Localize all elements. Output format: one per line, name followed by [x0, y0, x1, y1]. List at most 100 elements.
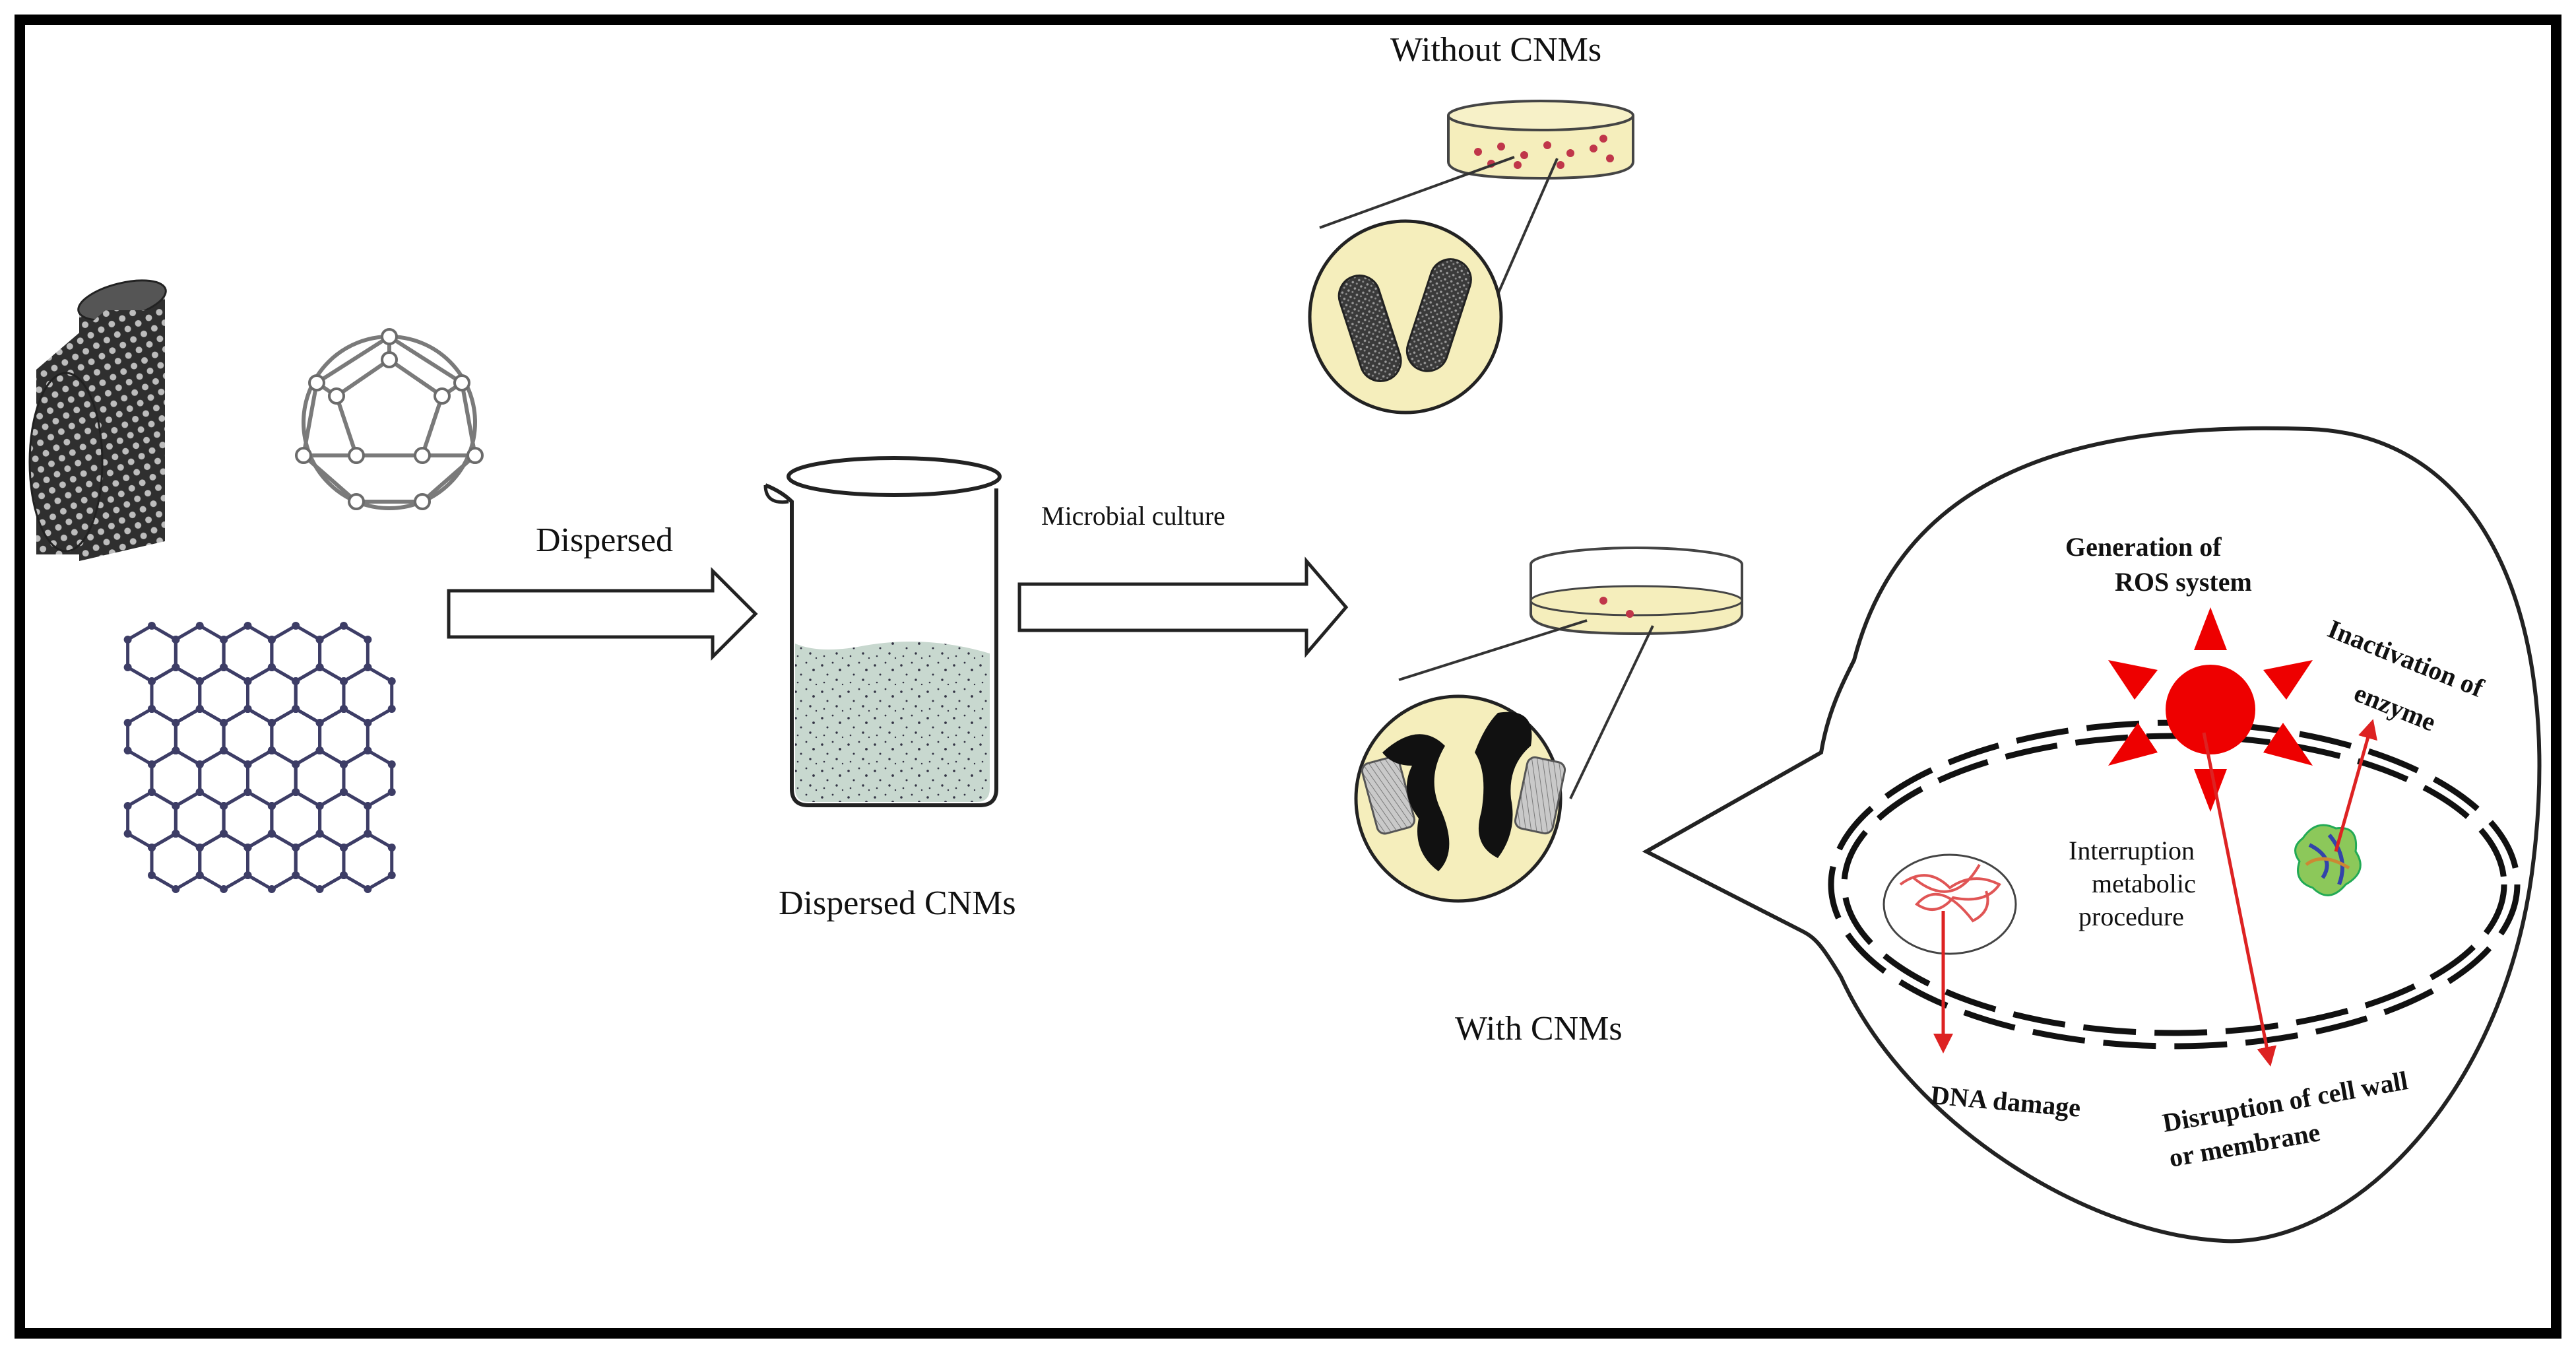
graphene-atom	[243, 788, 252, 796]
graphene-atom	[292, 788, 300, 796]
ros-label-line1: Generation of	[2065, 532, 2222, 562]
petri-dish-with-cnms-icon	[1530, 547, 1743, 636]
graphene-atom	[148, 760, 156, 768]
graphene-atom	[172, 719, 180, 727]
graphene-atom	[364, 663, 372, 671]
graphene-atom	[267, 663, 276, 671]
bacterium-icon	[1405, 258, 1472, 372]
graphene-atom	[315, 719, 324, 727]
graphene-atom	[243, 622, 252, 630]
graphene-atom	[292, 871, 300, 879]
graphene-atom	[220, 747, 228, 754]
enzyme-arrow	[2334, 719, 2377, 852]
dispersed-cnms-label: Dispersed CNMs	[779, 884, 1016, 922]
graphene-atom	[148, 844, 156, 851]
graphene-atom	[148, 871, 156, 879]
graphene-atom	[220, 885, 228, 893]
bacterium-icon	[1337, 274, 1402, 382]
graphene-atom	[315, 802, 324, 810]
graphene-sheet-icon	[123, 622, 396, 893]
graphene-atom	[292, 760, 300, 768]
graphene-atom	[364, 830, 372, 838]
graphene-atom	[267, 636, 276, 644]
magnifier-lines-top	[1319, 156, 1559, 317]
graphene-atom	[195, 622, 204, 630]
metabolic-label-line3: procedure	[2078, 902, 2184, 931]
graphene-atom	[123, 719, 132, 727]
healthy-bacteria-zoom	[1308, 219, 1503, 415]
graphene-atom	[339, 622, 348, 630]
graphene-atom	[364, 636, 372, 644]
dispersed-arrow	[447, 566, 758, 661]
graphene-atom	[243, 871, 252, 879]
graphene-atom	[220, 802, 228, 810]
graphene-atom	[292, 705, 300, 713]
graphene-atom	[315, 885, 324, 893]
graphene-atom	[387, 871, 396, 879]
dna-region	[1883, 853, 2017, 955]
graphene-atom	[172, 830, 180, 838]
graphene-atom	[243, 705, 252, 713]
graphene-atom	[123, 830, 132, 838]
graphene-atom	[315, 830, 324, 838]
petri-dish-without-cnms-icon	[1447, 100, 1634, 180]
lysed-cell-fragment-icon	[1475, 712, 1532, 858]
graphene-atom	[195, 705, 204, 713]
ros-sun-icon	[2108, 607, 2313, 812]
graphene-atom	[292, 844, 300, 851]
dna-strand-icon	[1899, 864, 2001, 923]
graphene-atom	[243, 760, 252, 768]
graphene-atom	[315, 663, 324, 671]
graphene-atom	[220, 830, 228, 838]
graphene-atom	[267, 885, 276, 893]
graphene-atom	[339, 844, 348, 851]
dispersed-label: Dispersed	[536, 521, 673, 559]
graphene-atom	[387, 705, 396, 713]
without-cnms-label: Without CNMs	[1390, 31, 1601, 69]
graphene-atom	[172, 747, 180, 754]
graphene-atom	[195, 677, 204, 685]
ros-label-line2: ROS system	[2115, 567, 2252, 597]
graphene-atom	[292, 677, 300, 685]
graphene-atom	[172, 802, 180, 810]
graphene-atom	[267, 747, 276, 754]
graphene-atom	[243, 844, 252, 851]
mechanism-callout-bubble	[1642, 426, 2542, 1244]
graphene-atom	[339, 788, 348, 796]
graphene-atom	[364, 885, 372, 893]
graphene-atom	[148, 788, 156, 796]
graphene-atom	[364, 747, 372, 754]
graphene-atom	[195, 788, 204, 796]
graphene-atom	[339, 705, 348, 713]
graphene-atom	[387, 788, 396, 796]
cell-wall-arrow	[2202, 732, 2277, 1067]
graphene-atom	[339, 871, 348, 879]
graphene-atom	[339, 760, 348, 768]
graphene-atom	[148, 677, 156, 685]
graphene-atom	[148, 705, 156, 713]
graphene-atom	[220, 719, 228, 727]
graphene-atom	[267, 719, 276, 727]
carbon-nanotube-icon	[28, 279, 167, 561]
microbial-culture-label: Microbial culture	[1041, 501, 1225, 531]
graphene-atom	[195, 871, 204, 879]
lysed-cell-fragment-icon	[1382, 734, 1450, 871]
graphene-atom	[123, 663, 132, 671]
graphene-atom	[364, 719, 372, 727]
graphene-atom	[172, 885, 180, 893]
beaker-icon	[763, 456, 1002, 807]
graphene-atom	[172, 636, 180, 644]
graphene-atom	[123, 802, 132, 810]
fullerene-icon	[295, 328, 484, 510]
graphene-atom	[339, 677, 348, 685]
graphene-atom	[387, 844, 396, 851]
graphene-atom	[195, 760, 204, 768]
graphene-atom	[315, 636, 324, 644]
with-cnms-label: With CNMs	[1455, 1010, 1623, 1048]
microbial-culture-arrow	[1017, 556, 1349, 658]
graphene-atom	[243, 677, 252, 685]
metabolic-label-line2: metabolic	[2092, 869, 2196, 898]
graphene-atom	[220, 663, 228, 671]
graphene-atom	[387, 760, 396, 768]
